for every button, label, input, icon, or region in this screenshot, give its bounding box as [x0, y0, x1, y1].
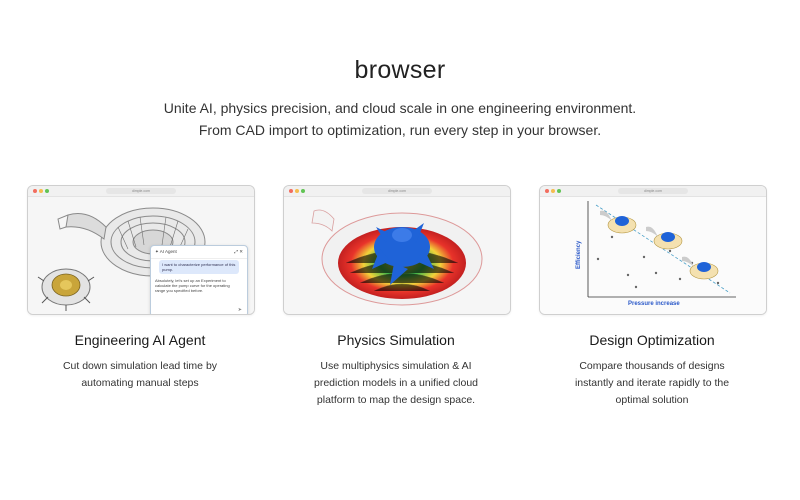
browser-url-bar: dimple.com — [618, 188, 688, 194]
browser-url-bar: dimple.com — [106, 188, 176, 194]
card-desc-line: platform to map the design space. — [316, 394, 476, 406]
close-dot-icon — [33, 189, 37, 193]
card-title-physics-simulation: Physics Simulation — [337, 332, 455, 348]
browser-chrome: dimple.com — [540, 186, 766, 197]
pump-casing-illustration — [37, 207, 206, 311]
flow-simulation-illustration — [311, 209, 483, 306]
card-desc-line: Compare thousands of designs — [579, 360, 725, 372]
card-title-design-optimization: Design Optimization — [589, 332, 715, 348]
card-desc-line: prediction models in a unified cloud — [313, 377, 479, 389]
chat-agent-icon: ✦ — [155, 249, 159, 254]
browser-chrome: dimple.com — [284, 186, 510, 197]
card-desc-design-optimization: Compare thousands of designs instantly a… — [539, 358, 765, 409]
design-optimization-preview-card[interactable]: dimple.com Ef — [539, 185, 767, 315]
browser-chrome: dimple.com — [28, 186, 254, 197]
chat-user-message: I want to characterize performance of th… — [159, 260, 239, 274]
browser-url-bar: dimple.com — [362, 188, 432, 194]
maximize-dot-icon — [301, 189, 305, 193]
design-thumbnail-3 — [682, 256, 719, 280]
plot-x-axis-label: Pressure increase — [628, 301, 680, 307]
section-heading: browser — [354, 56, 446, 84]
card-desc-line: instantly and iterate rapidly to the — [574, 377, 730, 389]
chat-ai-message: Absolutely, let's set up an Experiment t… — [155, 278, 230, 293]
design-optimization-viewport: Efficiency Pressure increase — [540, 197, 766, 314]
section-subtitle-line-1: Unite AI, physics precision, and cloud s… — [163, 100, 637, 116]
maximize-dot-icon — [557, 189, 561, 193]
card-desc-line: Use multiphysics simulation & AI — [320, 360, 472, 372]
maximize-dot-icon — [45, 189, 49, 193]
card-desc-line: optimal solution — [615, 394, 689, 406]
chat-header-label: AI Agent — [159, 249, 177, 254]
card-desc-line: Cut down simulation lead time by — [62, 360, 218, 372]
physics-simulation-preview-card[interactable]: dimple.com — [283, 185, 511, 315]
ai-agent-preview-card[interactable]: dimple.com — [27, 185, 255, 315]
chat-header: ✦ AI Agent ⤢ ✕ — [151, 246, 247, 259]
close-dot-icon — [289, 189, 293, 193]
pareto-plot-illustration — [587, 201, 736, 298]
section-subtitle-line-2: From CAD import to optimization, run eve… — [198, 122, 602, 138]
minimize-dot-icon — [39, 189, 43, 193]
send-icon[interactable]: ➤ — [237, 307, 242, 313]
card-title-ai-agent: Engineering AI Agent — [74, 332, 206, 348]
ai-agent-chat-panel[interactable]: ✦ AI Agent ⤢ ✕ I want to characterize pe… — [150, 245, 248, 314]
design-thumbnail-2 — [646, 226, 683, 250]
card-desc-ai-agent: Cut down simulation lead time by automat… — [27, 358, 253, 392]
impeller-part — [37, 268, 95, 311]
minimize-dot-icon — [551, 189, 555, 193]
physics-simulation-viewport — [284, 197, 510, 314]
card-desc-physics-simulation: Use multiphysics simulation & AI predict… — [283, 358, 509, 409]
minimize-dot-icon — [295, 189, 299, 193]
close-dot-icon — [545, 189, 549, 193]
ai-agent-viewport: ✦ AI Agent ⤢ ✕ I want to characterize pe… — [28, 197, 254, 314]
chat-window-controls-icon[interactable]: ⤢ ✕ — [234, 249, 243, 254]
card-desc-line: automating manual steps — [81, 377, 199, 389]
design-thumbnail-1 — [600, 210, 637, 234]
plot-y-axis-label: Efficiency — [576, 240, 582, 269]
